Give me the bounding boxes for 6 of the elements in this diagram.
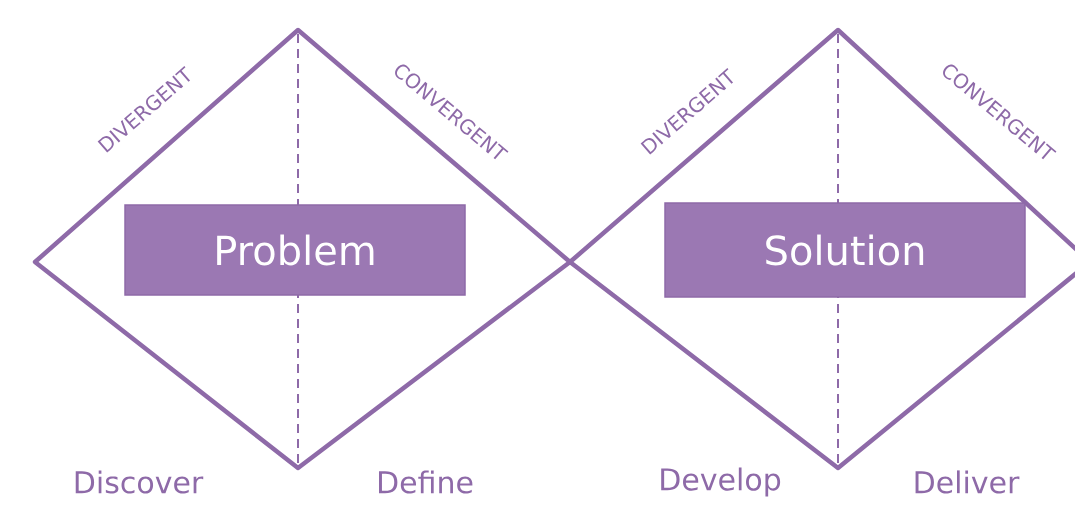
title-box: Solution — [664, 202, 1026, 298]
phase-label: Develop — [661, 467, 781, 497]
title-box: Problem — [124, 204, 466, 296]
phase-label: Define — [379, 470, 473, 494]
phase-label: Deliver — [915, 470, 1020, 494]
phase-label: Discover — [75, 470, 204, 494]
